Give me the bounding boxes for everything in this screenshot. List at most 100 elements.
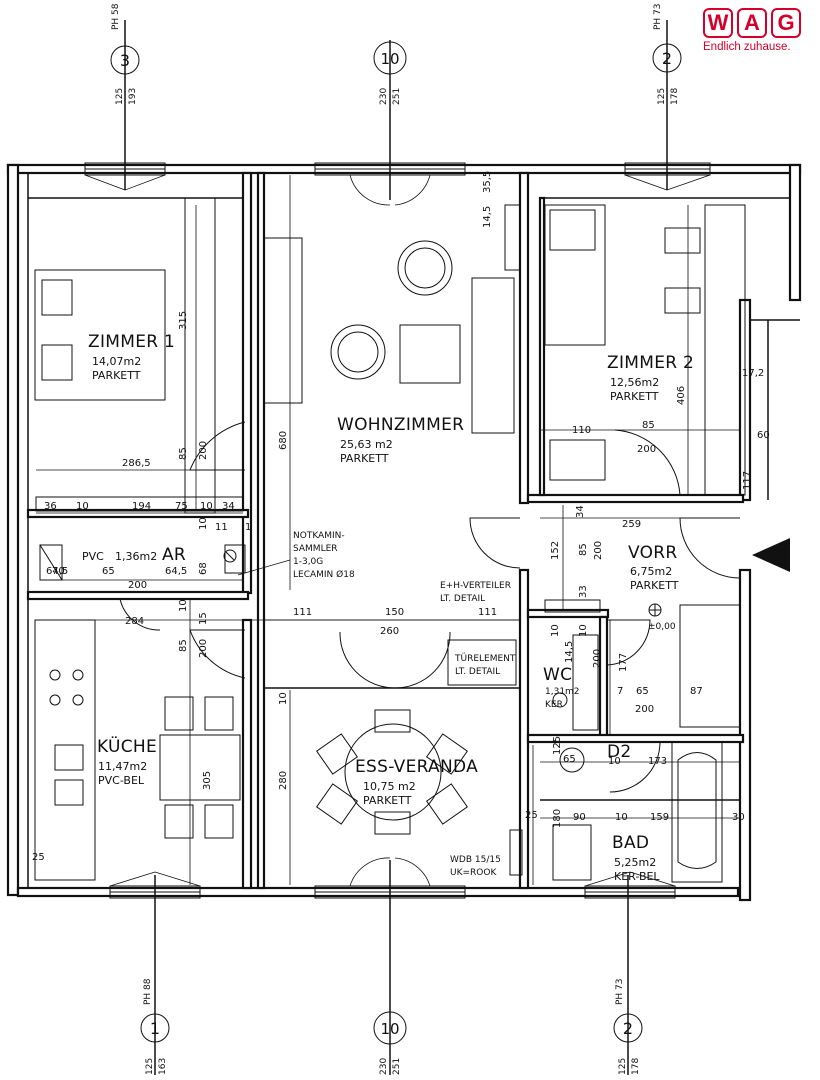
dim-36: 36 xyxy=(44,501,57,512)
dim-280: 280 xyxy=(278,771,289,790)
dim-10i: 10 xyxy=(178,599,189,612)
note-notkamin-2: SAMMLER xyxy=(293,544,338,554)
note-notkamin-3: 1-3,0G xyxy=(293,557,323,567)
dim-355: 35,5 xyxy=(482,171,493,193)
dim-34a: 34 xyxy=(222,501,235,512)
axis-label-top-3: 3 xyxy=(120,51,130,70)
dim-200c: 200 xyxy=(128,580,147,591)
dim-125: 125 xyxy=(552,736,563,755)
axis-circle-top-3 xyxy=(110,45,140,75)
dim-65c: 65 xyxy=(563,754,576,765)
room-name-zimmer2: ZIMMER 2 xyxy=(607,353,694,373)
dim-180: 180 xyxy=(552,809,563,828)
dim-645a: 64,5 xyxy=(46,566,68,577)
axis-markers-bottom: 1 PH 88 125 163 10 230 251 2 PH 73 125 1… xyxy=(140,860,643,1075)
dim-200f: 200 xyxy=(592,649,603,668)
logo-letter-w: W xyxy=(703,8,733,38)
dim-11: 11 xyxy=(215,522,228,533)
note-verteiler-1: E+H-VERTEILER xyxy=(440,581,511,591)
brand-logo: W A G Endlich zuhause. xyxy=(703,8,813,68)
plan-notes: NOTKAMIN- SAMMLER 1-3,0G LECAMIN Ø18 E+H… xyxy=(237,531,676,878)
door-kueche xyxy=(189,629,246,679)
dim-30: 30 xyxy=(732,812,745,823)
dim-680: 680 xyxy=(278,431,289,450)
dim-200e: 200 xyxy=(593,541,604,560)
axis-dim-bottom-2b: 178 xyxy=(631,1058,641,1075)
dim-159: 159 xyxy=(650,812,669,823)
dim-7: 7 xyxy=(617,686,623,697)
dim-15: 15 xyxy=(198,612,209,625)
dim-305: 305 xyxy=(202,771,213,790)
window-bad xyxy=(584,871,676,899)
dim-10b: 10 xyxy=(200,501,213,512)
dimension-labels: 315 286,5 85 200 36 10 194 75 10 34 680 … xyxy=(32,171,770,863)
axis-dim-bottom-10b: 251 xyxy=(392,1058,402,1075)
door-vorr-entry xyxy=(679,517,741,579)
dim-200g: 200 xyxy=(635,704,654,715)
room-name-kueche: KÜCHE xyxy=(97,735,157,757)
axis-circle-bottom-1 xyxy=(140,1013,170,1043)
axis-circle-top-10 xyxy=(373,41,407,75)
dim-65: 65 xyxy=(102,566,115,577)
room-floor-kueche: PVC-BEL xyxy=(98,774,145,787)
note-notkamin-1: NOTKAMIN- xyxy=(293,531,345,541)
dim-34b: 34 xyxy=(575,505,586,518)
dim-10d: 10 xyxy=(550,624,561,637)
room-name-wohnzimmer: WOHNZIMMER xyxy=(337,415,464,435)
dim-117: 117 xyxy=(742,471,753,490)
logo-letter-g: G xyxy=(771,8,801,38)
room-name-wc: WC xyxy=(543,665,572,685)
dim-110: 110 xyxy=(572,425,591,436)
dim-10a: 10 xyxy=(76,501,89,512)
dim-10e: 10 xyxy=(608,756,621,767)
axis-label-bottom-1: 1 xyxy=(150,1019,160,1038)
axis-ph-bottom-1: PH 88 xyxy=(143,978,153,1005)
dim-10g: 10 xyxy=(278,692,289,705)
room-floor-bad: KER-BEL xyxy=(614,870,660,883)
room-name-essveranda: ESS-VERANDA xyxy=(355,757,478,777)
room-name-bad: BAD xyxy=(612,833,649,853)
axis-circle-bottom-10 xyxy=(373,1011,407,1045)
axis-circle-top-2 xyxy=(652,43,682,73)
door-zimmer1 xyxy=(189,421,246,471)
room-area-essveranda: 10,75 m2 xyxy=(363,780,416,793)
axis-label-bottom-2: 2 xyxy=(623,1019,633,1038)
room-floor-wohnzimmer: PARKETT xyxy=(340,452,389,465)
axis-dim-bottom-1a: 125 xyxy=(145,1058,155,1075)
dim-406: 406 xyxy=(676,386,687,405)
dim-259: 259 xyxy=(622,519,641,530)
room-name-ar: AR xyxy=(162,545,186,565)
axis-dim-top-10b: 251 xyxy=(392,88,402,105)
dim-145: 14,5 xyxy=(482,206,493,228)
dim-111b: 111 xyxy=(478,607,497,618)
dim-260: 260 xyxy=(380,626,399,637)
dim-85c: 85 xyxy=(178,639,189,652)
dim-10f: 10 xyxy=(615,812,628,823)
axis-dim-bottom-1b: 163 xyxy=(158,1058,168,1075)
dim-90: 90 xyxy=(573,812,586,823)
room-name-zimmer1: ZIMMER 1 xyxy=(88,332,175,352)
door-zimmer2 xyxy=(614,429,681,496)
dim-284: 284 xyxy=(125,616,144,627)
axis-dim-bottom-2a: 125 xyxy=(618,1058,628,1075)
dim-173: 173 xyxy=(648,756,667,767)
axis-dim-top-3a: 125 xyxy=(115,88,125,105)
axis-label-top-2: 2 xyxy=(662,49,672,68)
dim-85d: 85 xyxy=(578,543,589,556)
room-area-kueche: 11,47m2 xyxy=(98,760,147,773)
note-notkamin-4: LECAMIN Ø18 xyxy=(293,569,355,580)
dim-200a: 200 xyxy=(198,441,209,460)
dim-65b: 65 xyxy=(636,686,649,697)
room-area-zimmer1: 14,07m2 xyxy=(92,355,141,368)
dim-10c: 10 xyxy=(578,624,589,637)
dim-75: 75 xyxy=(175,501,188,512)
axis-dim-top-2b: 178 xyxy=(670,88,680,105)
note-tuerelement-2: LT. DETAIL xyxy=(455,667,500,677)
dim-60: 60 xyxy=(757,430,770,441)
axis-ph-top-2: PH 73 xyxy=(653,3,663,30)
note-wdb-2: UK=ROOK xyxy=(450,868,497,878)
room-floor-zimmer2: PARKETT xyxy=(610,390,659,403)
room-area-vorr: 6,75m2 xyxy=(630,565,672,578)
dim-315: 315 xyxy=(178,311,189,330)
